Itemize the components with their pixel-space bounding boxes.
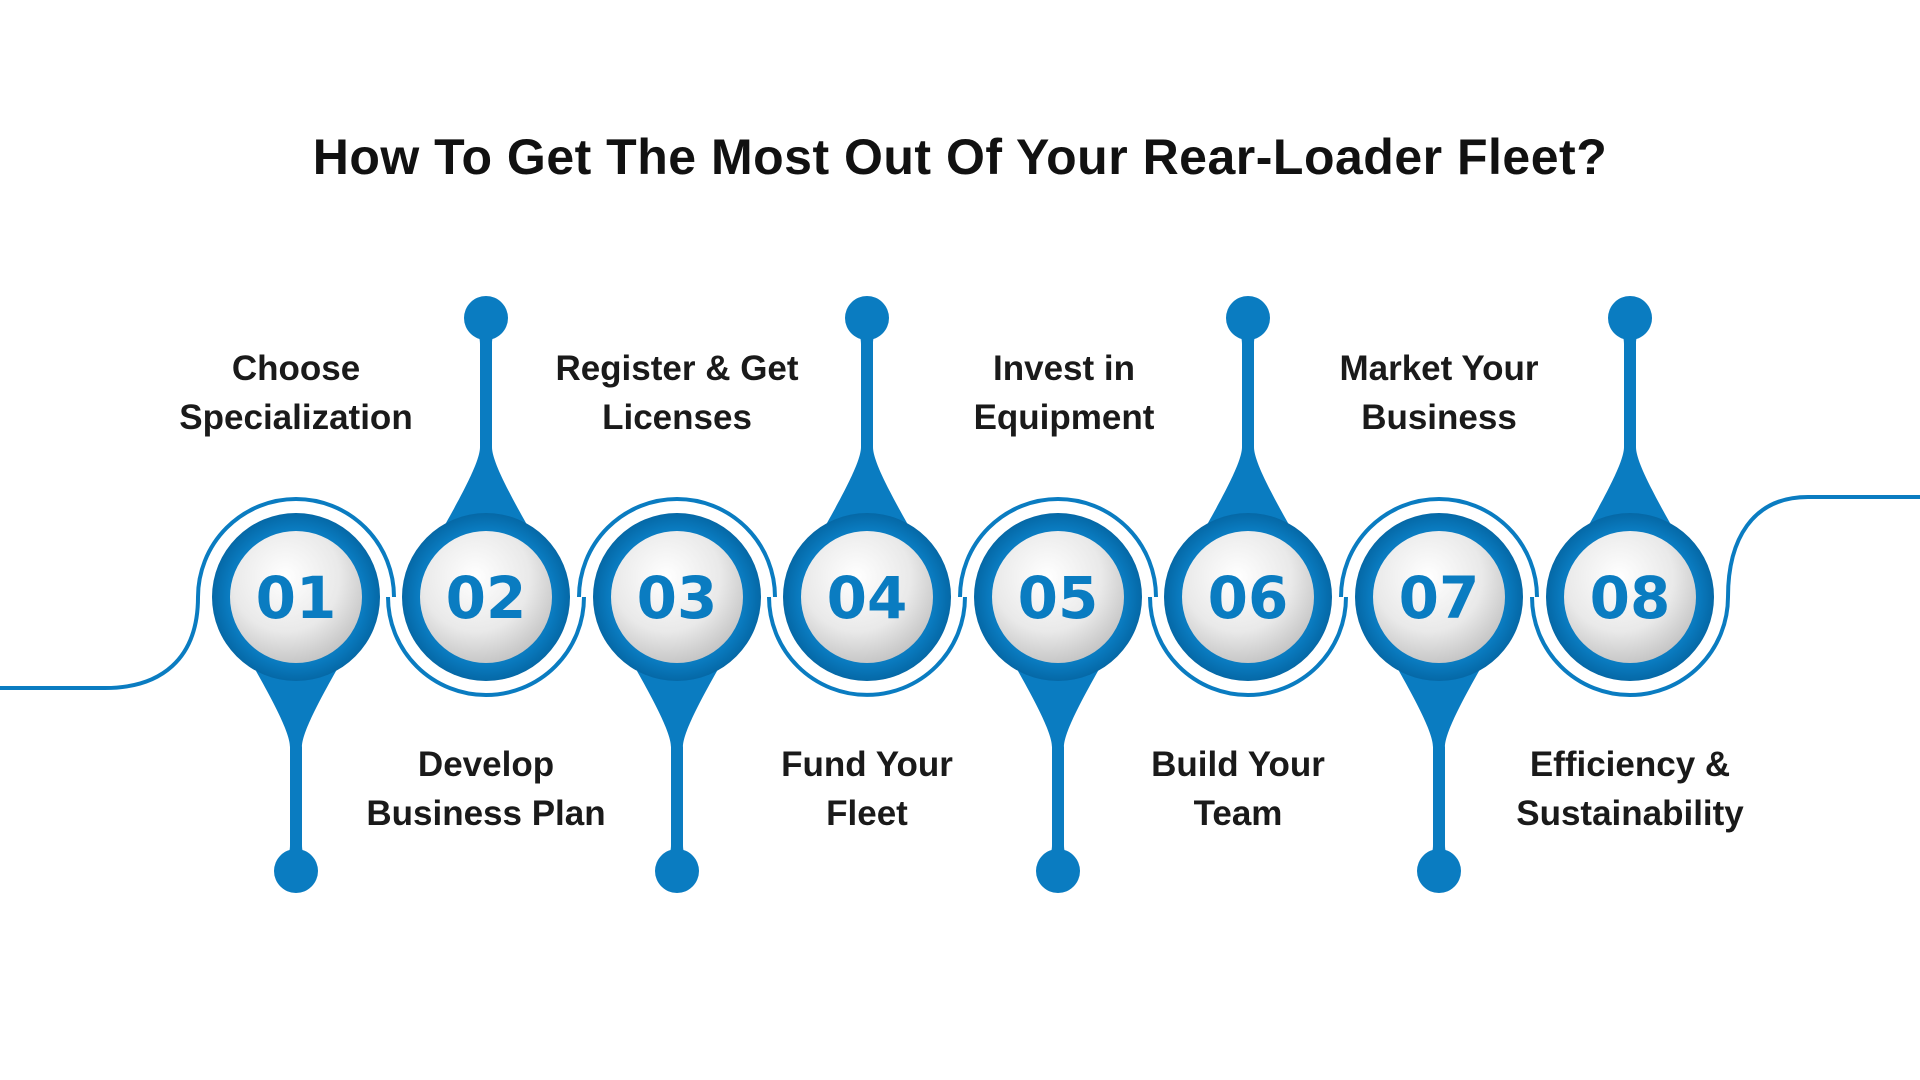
- stem-end-dot: [464, 296, 508, 340]
- step-inner-circle: [992, 531, 1124, 663]
- timeline-connector: [0, 495, 1920, 697]
- step-label-line: Specialization: [179, 398, 413, 437]
- step-node: 03: [593, 513, 761, 681]
- connector-arc: [767, 596, 967, 697]
- step-stem: [446, 328, 526, 523]
- step-number: 04: [827, 564, 908, 632]
- step-label: Efficiency & Sustainability: [1480, 740, 1780, 838]
- step-label-line: Licenses: [602, 398, 752, 437]
- step-number: 08: [1590, 564, 1671, 632]
- step-inner-circle: [1564, 531, 1696, 663]
- connector-arc: [577, 497, 777, 598]
- step-stem: [637, 671, 717, 861]
- step-inner-circle: [801, 531, 933, 663]
- step-label-line: Business: [1361, 398, 1517, 437]
- step-number: 01: [256, 564, 337, 632]
- connector-arc: [958, 497, 1158, 598]
- stem-end-dot: [1608, 296, 1652, 340]
- step-node: 04: [783, 513, 951, 681]
- step-label-line: Fund Your: [781, 745, 953, 784]
- step-label-line: Build Your: [1151, 745, 1325, 784]
- stem-end-dot: [1417, 849, 1461, 893]
- step-stem: [1399, 671, 1479, 861]
- step-label: Invest in Equipment: [914, 344, 1214, 442]
- step-node: 01: [212, 513, 380, 681]
- step-label-line: Sustainability: [1516, 794, 1744, 833]
- step-label-line: Develop: [417, 745, 555, 784]
- step-stem: [1018, 671, 1098, 861]
- stem-end-dot: [655, 849, 699, 893]
- step-label-line: Invest in: [993, 349, 1135, 388]
- connector-arc: [1148, 596, 1348, 697]
- step-node: 05: [974, 513, 1142, 681]
- step-inner-circle: [1373, 531, 1505, 663]
- step-inner-circle: [611, 531, 743, 663]
- lead-line-right: [1726, 495, 1920, 598]
- step-number: 06: [1208, 564, 1289, 632]
- step-stem: [1208, 328, 1288, 523]
- step-node: 08: [1546, 513, 1714, 681]
- step-inner-circle: [1182, 531, 1314, 663]
- infographic-title: How To Get The Most Out Of Your Rear-Loa…: [312, 129, 1608, 185]
- step-label-line: Team: [1193, 794, 1283, 833]
- step-stem: [256, 671, 336, 861]
- connector-arc: [1530, 596, 1730, 697]
- step-stem: [1590, 328, 1670, 523]
- step-label-line: Choose: [231, 349, 361, 388]
- step-node: 07: [1355, 513, 1523, 681]
- connector-arc: [196, 497, 396, 598]
- step-label-line: Register & Get: [555, 349, 799, 388]
- step-number: 07: [1399, 564, 1480, 632]
- step-stems: [256, 296, 1670, 893]
- step-label-line: Efficiency &: [1529, 745, 1731, 784]
- step-nodes: 01 02 03 04 05 06 07 08: [212, 513, 1714, 681]
- step-label-line: Market Your: [1339, 349, 1539, 388]
- step-label-line: Business Plan: [366, 794, 606, 833]
- stem-end-dot: [274, 849, 318, 893]
- step-number: 02: [446, 564, 527, 632]
- step-node: 02: [402, 513, 570, 681]
- step-label-line: Fleet: [826, 794, 908, 833]
- step-inner-circle: [230, 531, 362, 663]
- step-stem: [827, 328, 907, 523]
- stem-end-dot: [1226, 296, 1270, 340]
- connector-arc: [386, 596, 586, 697]
- connector-arc: [1339, 497, 1539, 598]
- step-label-line: Equipment: [973, 398, 1155, 437]
- lead-line-left: [0, 596, 200, 690]
- stem-end-dot: [1036, 849, 1080, 893]
- stem-end-dot: [845, 296, 889, 340]
- step-inner-circle: [420, 531, 552, 663]
- step-node: 06: [1164, 513, 1332, 681]
- step-number: 03: [637, 564, 718, 632]
- step-number: 05: [1018, 564, 1099, 632]
